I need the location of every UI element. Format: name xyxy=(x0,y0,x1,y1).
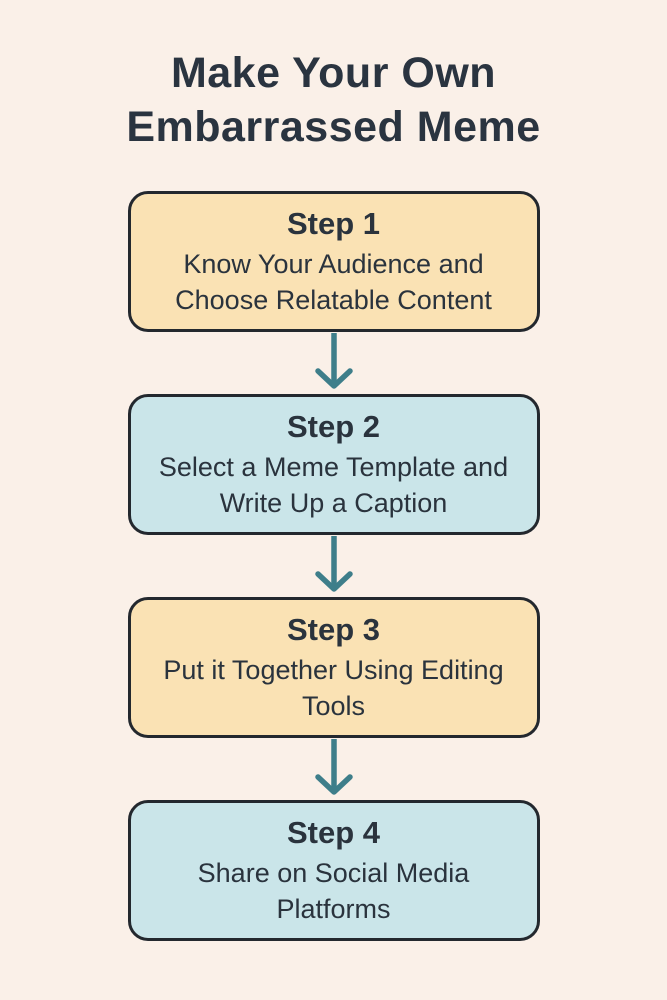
down-arrow-icon xyxy=(313,332,355,394)
step-card-3: Step 3 Put it Together Using Editing Too… xyxy=(127,597,540,738)
down-arrow-icon xyxy=(313,738,355,800)
step-label: Step 2 xyxy=(286,408,381,444)
down-arrow-icon xyxy=(313,535,355,597)
step-text: Put it Together Using Editing Tools xyxy=(163,654,504,721)
step-label: Step 1 xyxy=(286,205,381,241)
step-text: Select a Meme Template and Write Up a Ca… xyxy=(158,451,509,518)
step-text: Know Your Audience and Choose Relatable … xyxy=(175,248,492,315)
step-card-4: Step 4 Share on Social Media Platforms xyxy=(127,800,540,941)
step-card-1: Step 1 Know Your Audience and Choose Rel… xyxy=(127,191,540,332)
page-title: Make Your Own Embarrassed Meme xyxy=(126,46,540,154)
flowchart: Step 1 Know Your Audience and Choose Rel… xyxy=(127,191,540,941)
step-label: Step 3 xyxy=(286,611,381,647)
step-text: Share on Social Media Platforms xyxy=(197,857,470,924)
page-title-line-1: Make Your Own xyxy=(170,49,497,97)
step-card-2: Step 2 Select a Meme Template and Write … xyxy=(127,394,540,535)
page-title-line-2: Embarrassed Meme xyxy=(126,103,541,151)
step-label: Step 4 xyxy=(286,814,381,850)
